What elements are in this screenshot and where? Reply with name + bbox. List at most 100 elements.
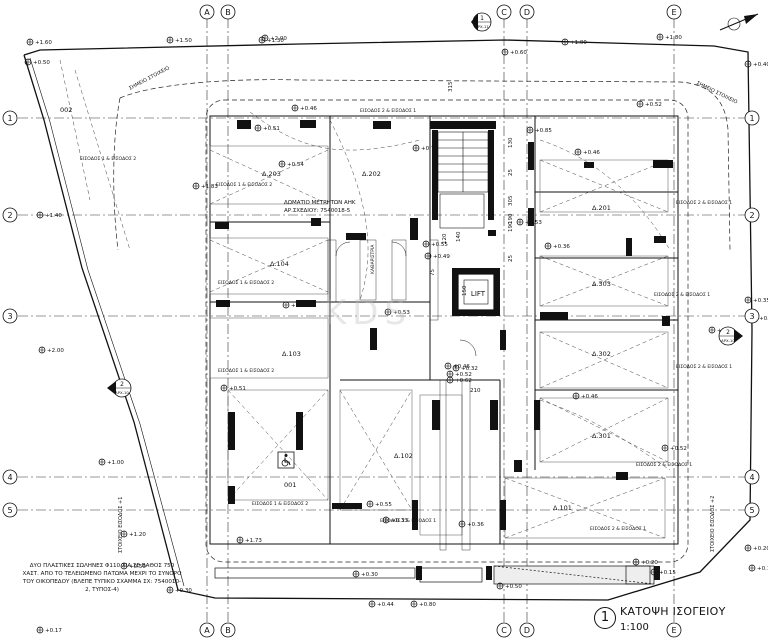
entrance-notes: ΕΙΣΟΔΟΣ 1 & ΕΙΣΟΔΟΣ 2 ΕΙΣΟΔΟΣ 1 & ΕΙΣΟΔΟ…	[80, 108, 732, 532]
grid-bubble-4	[2, 469, 18, 485]
level-value: +0.44	[377, 602, 394, 608]
level-value: +0.33	[391, 518, 408, 524]
level-value: +0.32	[461, 366, 478, 372]
level-value: +1.60	[35, 40, 52, 46]
level-marker: +0.55	[366, 500, 392, 508]
grid-label: A	[204, 8, 210, 17]
grid-label: 2	[7, 211, 12, 220]
grid-label: 4	[749, 473, 754, 482]
level-value: +0.20	[753, 546, 768, 552]
level-value: +0.40	[753, 62, 768, 68]
section-number: 1	[480, 15, 484, 22]
grid-bubble-1	[744, 110, 760, 126]
level-value: +0.54	[287, 162, 304, 168]
level-value: +1.50	[175, 38, 192, 44]
svg-text:25: 25	[508, 169, 514, 176]
level-value: +0.46	[583, 150, 600, 156]
level-value: +0.30	[175, 588, 192, 594]
grid-label: B	[225, 8, 231, 17]
level-value: +0.36	[467, 522, 484, 528]
entrance-note: ΕΙΣΟΔΟΣ 2 & ΕΙΣΟΔΟΣ 1	[654, 292, 710, 298]
section-number: 2	[726, 329, 730, 336]
level-value: +0.53	[393, 310, 410, 316]
grid-label: E	[671, 8, 676, 17]
level-value: +0.18	[757, 566, 768, 572]
grid-label: D	[524, 626, 530, 635]
level-value: +0.49	[433, 254, 450, 260]
level-marker: +2.00	[38, 346, 64, 354]
street-labels: ΣΗΜΕΙΟ ΣΤΟΙΧΕΙΟ ΣΗΜΕΙΟ ΣΤΟΙΧΕΙΟ ΣΤΟΙΧΕΙΟ…	[118, 65, 738, 553]
upper-floor-outline	[113, 79, 731, 563]
grid-bubble-b	[220, 4, 236, 20]
level-value: +1.40	[45, 213, 62, 219]
level-value: +0.52	[455, 372, 472, 378]
grid-label: 3	[7, 312, 12, 321]
meter-room-label: ΔΩΜΑΤΙΟ ΜΕΤΡΗΤΩΝ ΑΗΚ ΑΡ.ΣΧΕΔΙΟΥ: 7540018…	[284, 200, 356, 214]
grid-bubble-a	[199, 4, 215, 20]
room-label: Δ.203	[262, 170, 281, 178]
level-value: +0.80	[419, 602, 436, 608]
level-value: +1.30	[267, 38, 284, 44]
grid-bubble-d	[519, 622, 535, 638]
grid-label: 2	[749, 211, 754, 220]
svg-text:210: 210	[470, 388, 481, 394]
room-label: 001	[284, 481, 296, 489]
level-marker: +1.73	[236, 536, 262, 544]
svg-text:ΣΗΜΕΙΟ ΣΤΟΙΧΕΙΟ: ΣΗΜΕΙΟ ΣΤΟΙΧΕΙΟ	[128, 65, 171, 91]
svg-text:ΣΤΟΙΧΕΙΟ ΕΙΣΟΔΟΣ +2: ΣΤΟΙΧΕΙΟ ΕΙΣΟΔΟΣ +2	[710, 496, 716, 552]
grid-label: 1	[7, 114, 12, 123]
grid-bubble-5	[744, 502, 760, 518]
grid-bubble-b	[220, 622, 236, 638]
level-marker: +0.53	[516, 218, 542, 226]
grid-bubble-e	[666, 4, 682, 20]
level-value: +0.36	[553, 244, 570, 250]
grid-bubble-2	[744, 207, 760, 223]
entrance-note: ΕΙΣΟΔΟΣ 2 & ΕΙΣΟΔΟΣ 1	[676, 364, 732, 370]
level-value: +0.50	[505, 584, 522, 590]
grid-label: E	[671, 626, 676, 635]
section-ref: ΑΡΧ-10	[721, 338, 735, 343]
grid-label: D	[524, 8, 530, 17]
grid-label: 5	[7, 506, 12, 515]
structural-columns	[215, 120, 673, 580]
level-marker: +1.50	[166, 36, 192, 44]
level-marker: +0.20	[744, 544, 768, 552]
level-marker: +0.46	[444, 362, 470, 370]
level-value: +0.30	[361, 572, 378, 578]
grid-label: 3	[749, 312, 754, 321]
level-value: +2.00	[47, 348, 64, 354]
level-marker: +0.51	[254, 124, 280, 132]
level-value: +2.00	[270, 36, 287, 42]
entrance-note: ΕΙΣΟΔΟΣ 1 & ΕΙΣΟΔΟΣ 2	[216, 182, 272, 188]
svg-text:190: 190	[508, 221, 514, 232]
level-marker: +1.20	[120, 530, 146, 538]
entrance-note: ΕΙΣΟΔΟΣ 1 & ΕΙΣΟΔΟΣ 2	[218, 368, 274, 374]
level-marker: +0.35	[744, 296, 768, 304]
rubbish-room-label: ΚΑΘΑΡΙΣΤΡΙΑ	[370, 244, 376, 274]
grid-bubble-5	[2, 502, 18, 518]
svg-text:140: 140	[456, 231, 462, 242]
grid-label: B	[225, 626, 231, 635]
level-marker: +0.62	[446, 376, 472, 384]
entrance-note: ΕΙΣΟΔΟΣ 2 & ΕΙΣΟΔΟΣ 1	[676, 200, 732, 206]
room-label: 002	[60, 106, 72, 114]
level-marker: +0.17	[36, 626, 62, 634]
entrance-note: ΕΙΣΟΔΟΣ 2 & ΕΙΣΟΔΟΣ 1	[636, 462, 692, 468]
level-marker: +1.80	[656, 33, 682, 41]
level-marker: +0.32	[452, 364, 478, 372]
grid-bubble-e	[666, 622, 682, 638]
level-marker: +0.80	[410, 600, 436, 608]
svg-text:305: 305	[508, 195, 514, 206]
level-marker: +0.15	[650, 568, 676, 576]
level-value: +0.51	[263, 126, 280, 132]
level-marker: +0.60	[501, 48, 527, 56]
level-marker: +0.46	[574, 148, 600, 156]
entrance-note: ΕΙΣΟΔΟΣ 2 & ΕΙΣΟΔΟΣ 1	[380, 518, 436, 524]
drawing-title-block: 1 ΚΑΤΟΨΗ ΙΣΟΓΕΙΟΥ 1:100	[594, 604, 725, 638]
level-value: +0.52	[670, 446, 687, 452]
